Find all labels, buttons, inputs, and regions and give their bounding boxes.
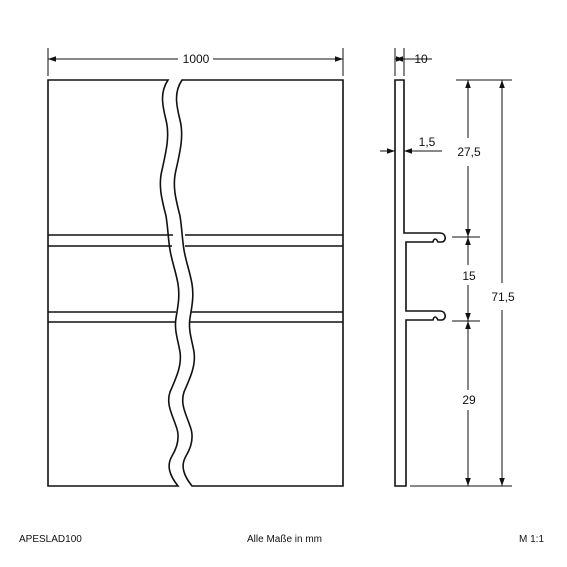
thickness-dimension-label: 10 [414, 52, 428, 66]
scale-label: M 1:1 [519, 534, 545, 545]
front-right-panel [173, 79, 344, 487]
total-dimension-label: 71,5 [491, 290, 515, 304]
middle-dimension-label: 15 [462, 269, 476, 283]
front-left-panel [47, 79, 182, 487]
width-dimension [47, 48, 344, 76]
bottom-dimension-label: 29 [462, 393, 476, 407]
side-view-profile [394, 79, 446, 487]
wall-dimension-label: 1,5 [419, 135, 436, 149]
units-note: Alle Maße in mm [247, 534, 323, 545]
top-dimension-label: 27,5 [457, 145, 481, 159]
thickness-dimension [394, 48, 432, 76]
article-number: APESLAD100 [19, 534, 82, 545]
vertical-dimensions [410, 79, 512, 487]
width-dimension-label: 1000 [183, 52, 210, 66]
front-view [47, 79, 344, 487]
front-band-lines [48, 234, 343, 323]
